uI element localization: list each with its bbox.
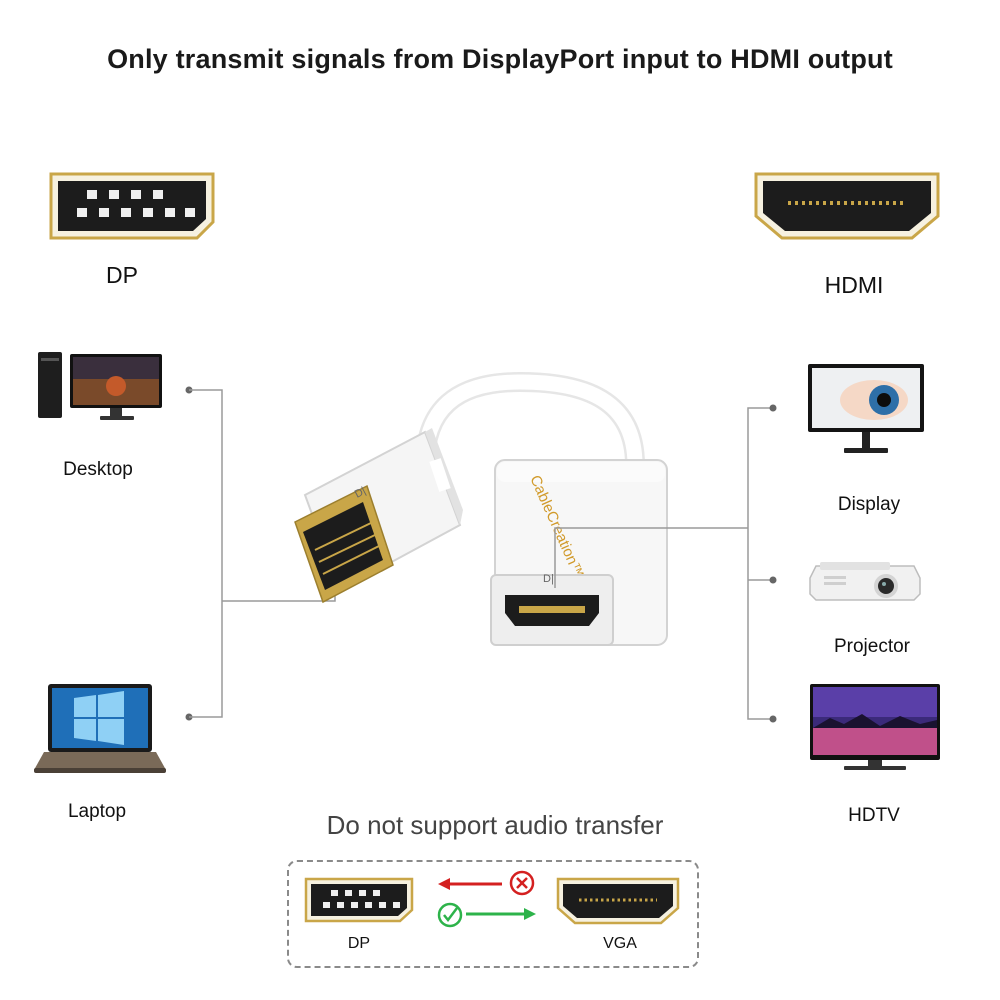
dp-to-hdmi-adapter-icon: D| CableCreation™ D|: [294, 371, 668, 646]
forward-arrow-icon: [466, 908, 536, 920]
desktop-computer-icon: [38, 352, 162, 420]
not-supported-icon: [509, 870, 535, 896]
laptop-label: Laptop: [67, 801, 127, 822]
displayport-connector-icon-small: [304, 877, 414, 923]
hdmi-port-label: HDMI: [824, 272, 884, 298]
tv-icon: [810, 684, 940, 770]
box-left-label: DP: [347, 935, 371, 952]
monitor-icon: [808, 364, 924, 453]
displayport-connector-icon: [49, 172, 215, 240]
hdtv-label: HDTV: [848, 805, 900, 826]
dp-port-label: DP: [106, 262, 138, 288]
hdmi-connector-icon: [754, 172, 940, 240]
svg-text:D|: D|: [353, 485, 368, 501]
box-right-label: VGA: [603, 935, 637, 952]
page-title: Only transmit signals from DisplayPort i…: [107, 44, 893, 74]
laptop-icon: [34, 684, 166, 773]
projector-label: Projector: [833, 636, 911, 657]
projector-icon: [809, 562, 921, 601]
audio-note: Do not support audio transfer: [326, 810, 664, 840]
supported-check-icon: [437, 902, 463, 928]
direction-box: [287, 860, 699, 968]
hdmi-connector-icon-small: [556, 877, 680, 925]
display-label: Display: [837, 494, 901, 515]
svg-text:D|: D|: [543, 573, 554, 585]
desktop-label: Desktop: [63, 459, 133, 480]
reject-arrow-icon: [438, 878, 502, 890]
